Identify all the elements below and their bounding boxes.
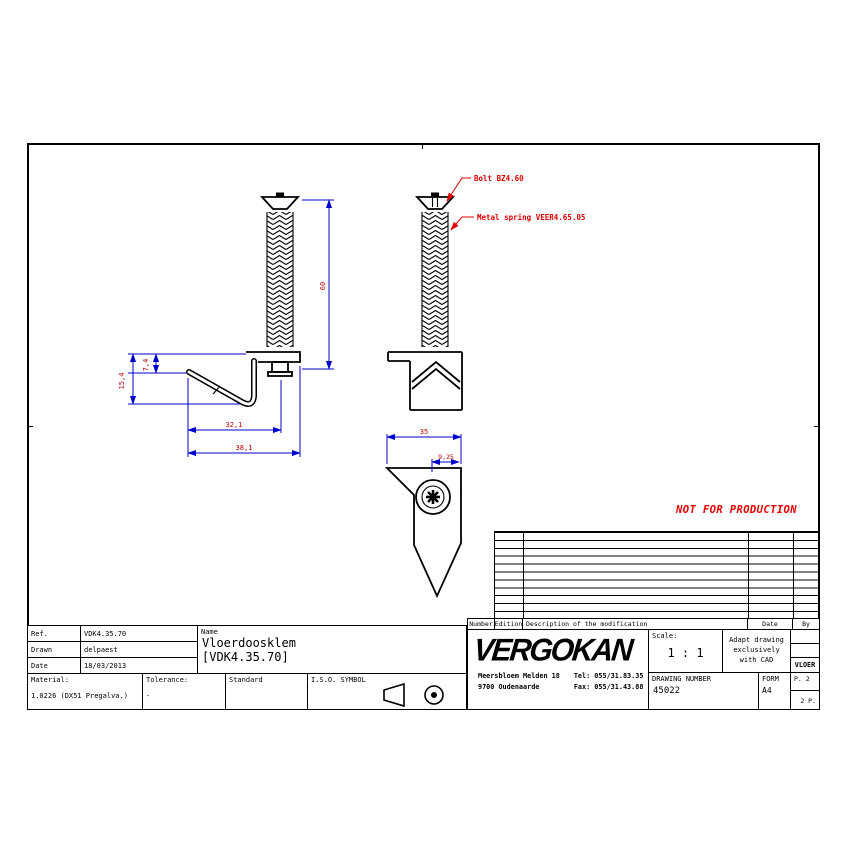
tolerance-label: Tolerance: [146,676,189,684]
drawn-value: delpaest [84,645,118,654]
ref-value: VDK4.35.70 [84,629,127,638]
date-label-cell: Date [27,657,81,674]
screw-slot-side [431,192,439,198]
company-tel: Tel: 055/31.83.35 [573,672,644,680]
date-value-cell: 18/03/2013 [80,657,198,674]
pozidriv-star-icon [426,490,440,504]
dim-body-width: 35 [420,428,428,436]
scale-cell: Scale: 1 : 1 [648,629,723,673]
projection-cone-icon [383,683,405,708]
leader-spring [450,216,474,231]
material-label: Material: [31,676,69,684]
drawing-number-cell: DRAWING NUMBER 45022 [648,672,759,710]
scale-value: 1 : 1 [667,646,704,660]
tolerance-value: - [146,692,151,700]
drawn-label-cell: Drawn [27,641,81,658]
revision-grid-divider [748,532,749,618]
standard-value [226,684,307,692]
spare-cell-2 [790,643,820,658]
form-label: FORM [762,675,779,683]
clamp-outline-bottom [384,467,462,599]
bottom-view-dimensions: 35 9,25 [386,428,462,472]
revision-grid-divider [523,532,524,618]
dim-total-length: 38,1 [236,444,253,452]
form-value: A4 [762,686,772,695]
tolerance-cell: Tolerance: - [142,673,226,710]
revision-grid-divider [793,532,794,618]
dim-clip-inner-height: 7,4 [142,359,150,372]
leader-bolt [446,177,471,202]
company-cell: VERGOKAN Meersbloem Melden 18 9700 Ouden… [467,629,649,710]
part-code: [VDK4.35.70] [202,650,289,664]
annotations: Bolt BZ4.60 Metal spring VEER4.65.05 [446,174,585,231]
clamp-washer [267,371,293,377]
page-cell: P. 2 [790,672,820,691]
name-cell: Name Vloerdoosklem [VDK4.35.70] [197,625,467,674]
screw-head-front [259,196,301,210]
dim-screw-length: 60 [319,282,327,290]
not-for-production-watermark: NOT FOR PRODUCTION [676,504,797,516]
cad-note-line2: exclusively [733,646,780,654]
annotation-bolt: Bolt BZ4.60 [474,174,524,183]
company-fax: Fax: 055/31.43.88 [573,683,644,691]
company-address-line2: 9700 Oudenaarde [478,683,540,691]
centering-mark-top [422,143,423,149]
screw-slot-front [276,192,284,198]
dim-hook-length: 32,1 [226,421,243,429]
projection-circle-icon [424,685,444,705]
part-name: Vloerdoosklem [202,636,296,650]
ref-label: Ref. [31,629,48,638]
hook-strip-fill [187,359,256,406]
dim-hole-offset: 9,25 [438,453,454,461]
company-logo: VERGOKAN [472,633,634,668]
date-value: 18/03/2013 [84,661,127,670]
scale-label: Scale: [652,632,678,640]
drawing-number-label: DRAWING NUMBER [652,675,712,683]
cad-note-cell: Adapt drawing exclusively with CAD [722,629,791,673]
projection-circle-center [431,692,437,698]
cad-note-line1: Adapt drawing [729,636,784,644]
standard-cell: Standard [225,673,308,710]
spring-coil-front [267,212,293,347]
ref-value-cell: VDK4.35.70 [80,625,198,642]
drawn-label: Drawn [31,645,53,654]
date-label: Date [31,661,48,670]
spring-coil-side [422,212,448,347]
ref-label-cell: Ref. [27,625,81,642]
cad-note-line3: with CAD [739,656,774,664]
centering-mark-left [27,426,33,427]
iso-symbol-cell: I.S.O. SYMBOL [307,673,467,710]
form-cell: FORM A4 [758,672,791,710]
company-address-line1: Meersbloem Melden 18 [478,672,560,680]
drawing-number-value: 45022 [653,686,681,696]
name-label: Name [201,628,218,636]
iso-symbol-label: I.S.O. SYMBOL [311,676,366,684]
pages-cell: 2 P. [790,690,820,710]
hook-strip-outline [186,358,257,407]
centering-mark-right [814,426,820,427]
screw-head-circle [415,479,451,515]
front-view-dimensions: 60 15,4 7,4 32,1 38,1 [118,199,334,457]
front-view [186,192,301,407]
drawn-value-cell: delpaest [80,641,198,658]
spare-cell-1 [790,629,820,644]
material-value: 1.0226 (DX51 Pregalva.) [31,692,128,700]
screw-head-side [414,196,456,210]
screw-head-inner-circle [421,485,445,509]
material-cell: Material: 1.0226 (DX51 Pregalva.) [27,673,143,710]
projection-symbols [383,683,444,708]
bend-mark [212,385,221,395]
annotation-spring: Metal spring VEER4.65.05 [477,213,585,222]
clamp-body-side [387,351,463,411]
standard-label: Standard [229,676,263,684]
bottom-view [384,467,462,599]
dim-clip-total-height: 15,4 [118,373,126,390]
side-view [387,192,463,411]
clamp-nut [271,361,289,373]
revision-table-grid [494,531,820,619]
category-cell: VLOER [790,657,820,673]
